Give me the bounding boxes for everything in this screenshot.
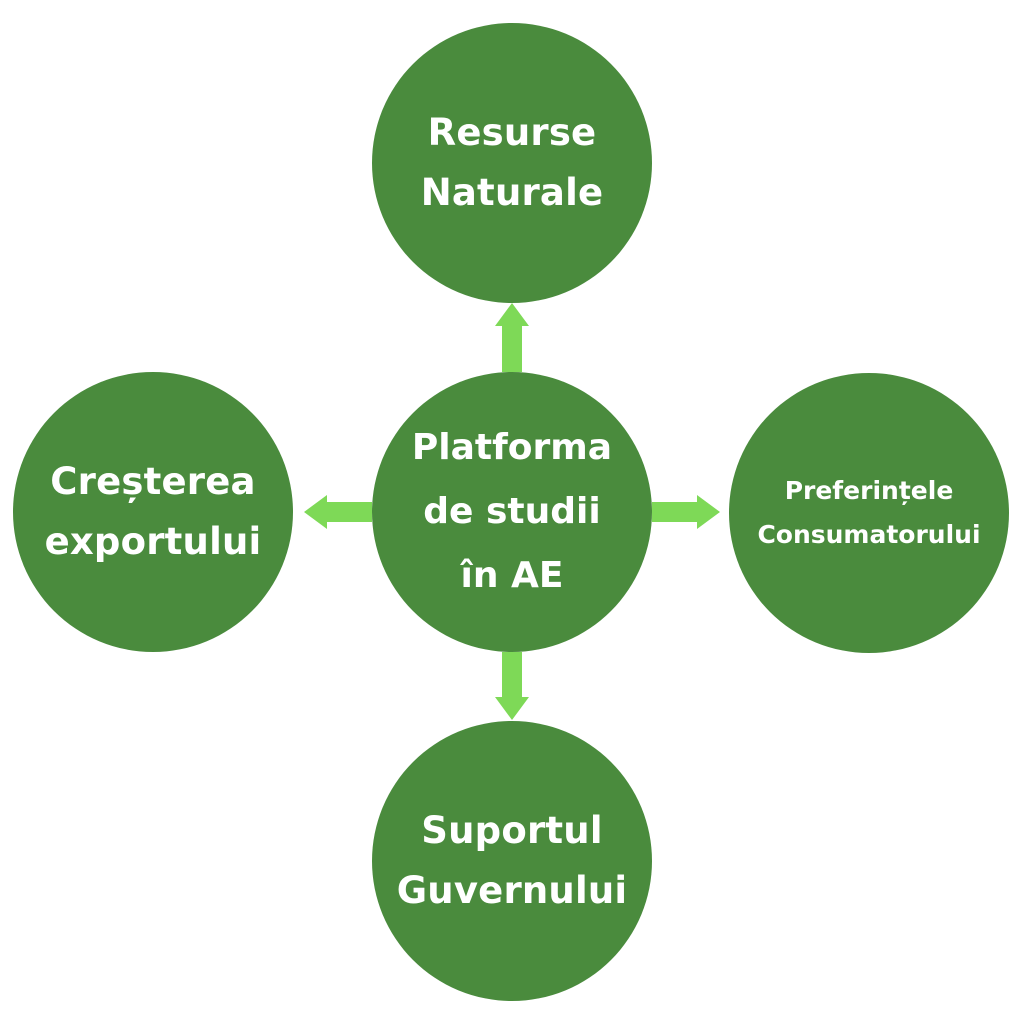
arrow-left-icon <box>304 495 372 529</box>
node-label: Resurse Naturale <box>420 111 604 214</box>
node-preferintele-consumatorului: Preferințele Consumatorului <box>729 373 1009 653</box>
node-label: Platforma de studii în AE <box>411 427 613 596</box>
arrow-right-icon <box>652 495 720 529</box>
node-resurse-naturale: Resurse Naturale <box>372 23 652 303</box>
node-cresterea-exportului: Creșterea exportului <box>13 372 293 652</box>
node-center-platforma: Platforma de studii în AE <box>372 372 652 652</box>
node-suportul-guvernului: Suportul Guvernului <box>372 721 652 1001</box>
node-label: Creșterea exportului <box>44 460 262 563</box>
arrow-up-icon <box>495 303 529 372</box>
arrow-down-icon <box>495 652 529 720</box>
node-label: Suportul Guvernului <box>396 809 628 912</box>
node-label: Preferințele Consumatorului <box>757 476 981 549</box>
